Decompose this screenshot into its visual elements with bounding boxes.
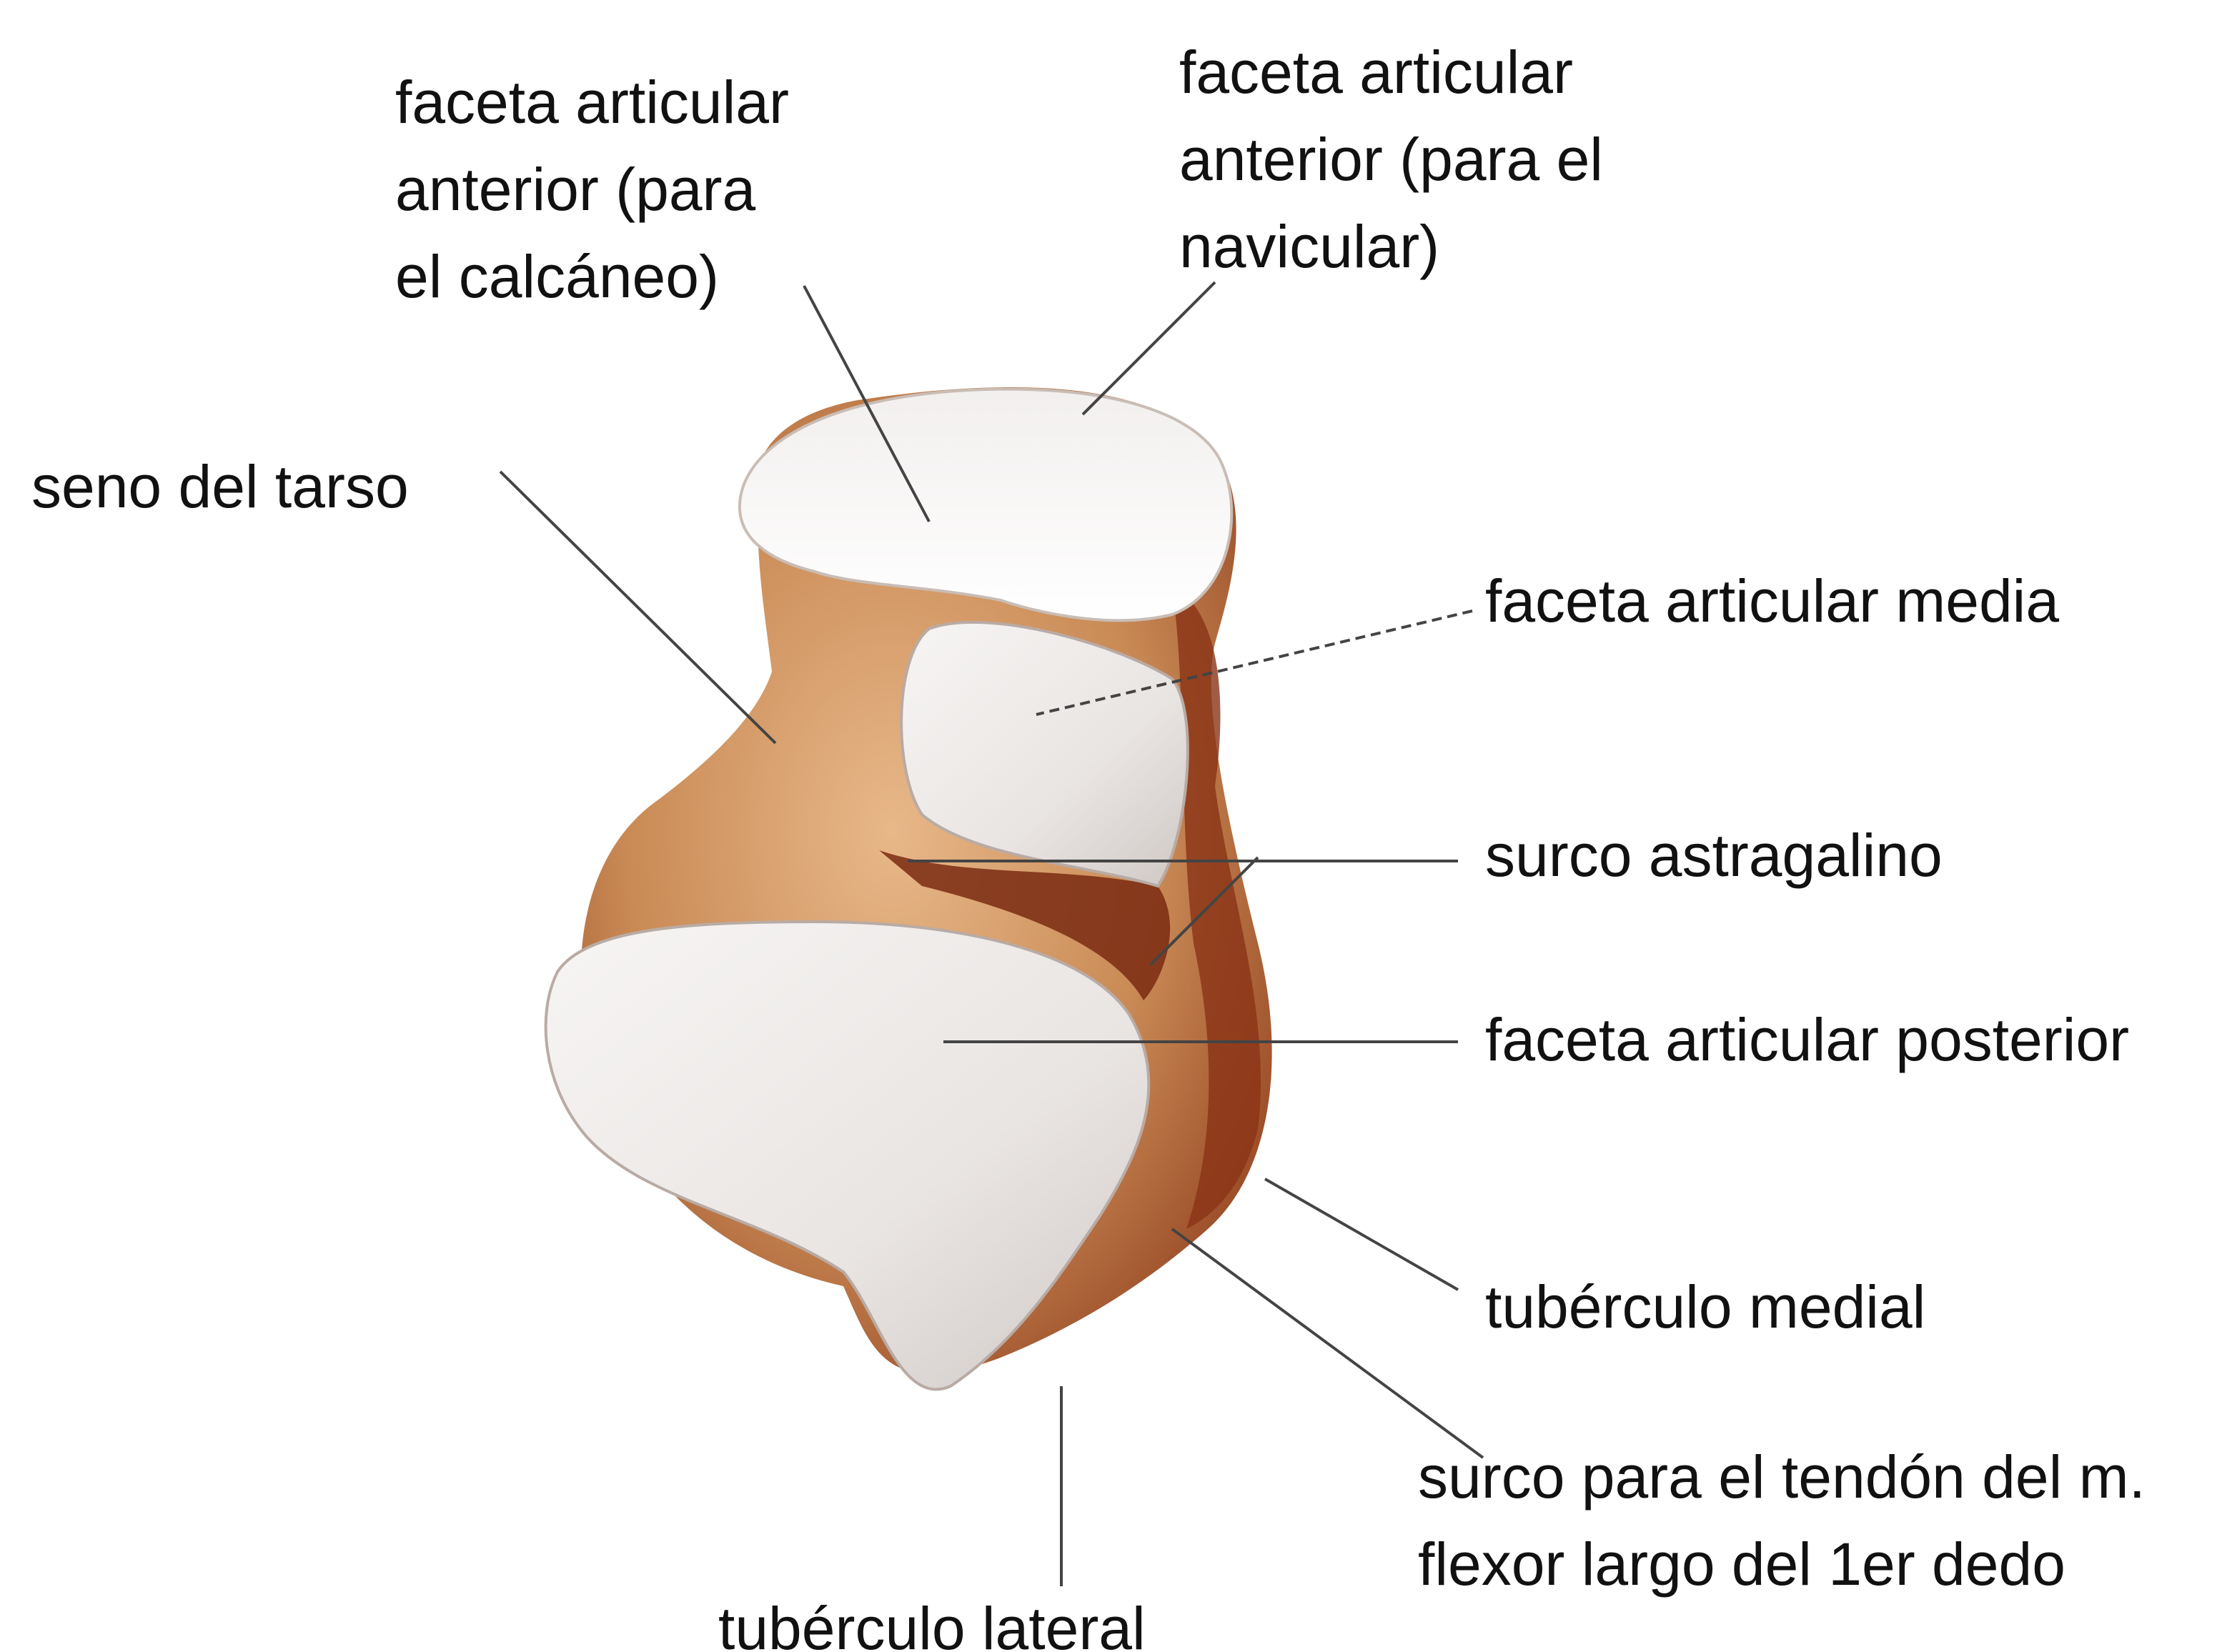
leader-faceta-navicular	[1083, 282, 1215, 414]
label-line: faceta articular	[395, 59, 789, 146]
label-tuberculo-medial: tubérculo medial	[1485, 1263, 1925, 1350]
leader-surco-flexor	[1172, 1229, 1483, 1458]
label-faceta-articular-anterior-navicular: faceta articular anterior (para el navic…	[1179, 29, 1603, 290]
label-faceta-articular-posterior: faceta articular posterior	[1485, 996, 2129, 1083]
leader-tuberculo-medial	[1265, 1179, 1458, 1290]
label-line: faceta articular	[1179, 29, 1603, 116]
label-line: navicular)	[1179, 203, 1603, 290]
label-tuberculo-lateral: tubérculo lateral	[718, 1585, 1146, 1652]
label-line: anterior (para	[395, 146, 789, 233]
label-line: anterior (para el	[1179, 116, 1603, 203]
label-surco-tendon-flexor: surco para el tendón del m. flexor largo…	[1418, 1433, 2146, 1608]
label-line: surco para el tendón del m.	[1418, 1433, 2146, 1521]
label-faceta-articular-media: faceta articular media	[1485, 557, 2059, 645]
label-line: el calcáneo)	[395, 233, 789, 320]
label-seno-del-tarso: seno del tarso	[31, 443, 409, 530]
leader-seno-tarso	[500, 472, 775, 743]
label-line: flexor largo del 1er dedo	[1418, 1521, 2146, 1608]
label-surco-astragalino: surco astragalino	[1485, 812, 1943, 899]
label-faceta-articular-anterior-calcaneo: faceta articular anterior (para el calcá…	[395, 59, 789, 320]
